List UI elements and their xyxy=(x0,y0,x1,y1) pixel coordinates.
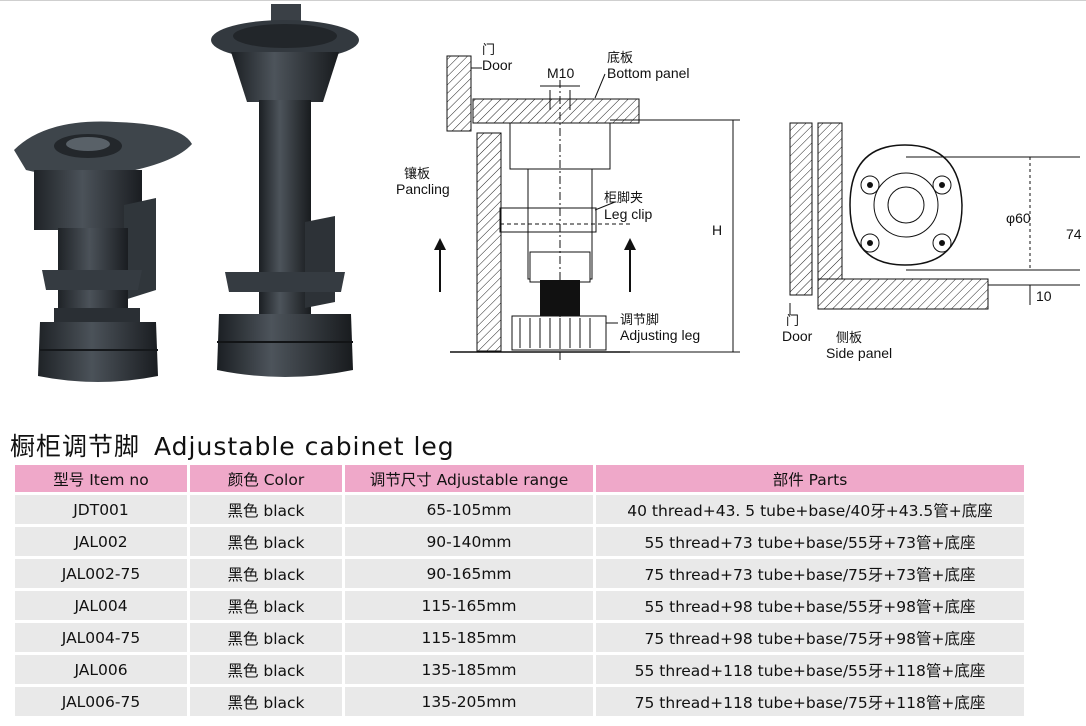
page-title: 橱柜调节脚 Adjustable cabinet leg xyxy=(10,427,455,463)
cell-range: 115-165mm xyxy=(345,591,593,620)
cell-item-no: JAL004 xyxy=(15,591,187,620)
top-view-diagram: φ60 74 10 门 Door 侧板 Side panel xyxy=(782,122,1082,361)
cell-item-no: JAL006 xyxy=(15,655,187,684)
cell-item-no: JDT001 xyxy=(15,495,187,524)
spec-table: 型号 Item no 颜色 Color 调节尺寸 Adjustable rang… xyxy=(12,462,1027,719)
cell-color: 黑色 black xyxy=(190,527,342,556)
table-header-row: 型号 Item no 颜色 Color 调节尺寸 Adjustable rang… xyxy=(15,465,1024,492)
table-row: JAL004-75 黑色 black 115-185mm 75 thread+9… xyxy=(15,623,1024,652)
table-row: JAL002 黑色 black 90-140mm 55 thread+73 tu… xyxy=(15,527,1024,556)
title-cn: 橱柜调节脚 xyxy=(10,432,141,461)
title-en: Adjustable cabinet leg xyxy=(154,432,455,461)
cell-parts: 55 thread+73 tube+base/55牙+73管+底座 xyxy=(596,527,1024,556)
pancling-label-cn: 镶板 xyxy=(404,166,430,181)
adjusting-leg-label-en: Adjusting leg xyxy=(620,327,700,343)
cell-color: 黑色 black xyxy=(190,623,342,652)
cell-range: 90-140mm xyxy=(345,527,593,556)
m10-label: M10 xyxy=(547,65,574,81)
cell-color: 黑色 black xyxy=(190,591,342,620)
bottom-panel-label-cn: 底板 xyxy=(607,50,633,65)
cell-item-no: JAL006-75 xyxy=(15,687,187,716)
table-row: JAL006 黑色 black 135-185mm 55 thread+118 … xyxy=(15,655,1024,684)
pancling-label-en: Pancling xyxy=(396,181,450,197)
door-label-en: Door xyxy=(482,57,513,73)
top-divider xyxy=(0,0,1086,1)
cell-color: 黑色 black xyxy=(190,559,342,588)
adjusting-leg-label-cn: 调节脚 xyxy=(620,312,659,327)
table-row: JDT001 黑色 black 65-105mm 40 thread+43. 5… xyxy=(15,495,1024,524)
dimension-74-label: 74 xyxy=(1066,226,1082,242)
cell-range: 90-165mm xyxy=(345,559,593,588)
header-adjustable-range: 调节尺寸 Adjustable range xyxy=(345,465,593,492)
leg-clip-label-cn: 柜脚夹 xyxy=(604,190,643,205)
cell-range: 65-105mm xyxy=(345,495,593,524)
top-door-label-cn: 门 xyxy=(786,313,799,328)
cell-parts: 75 thread+98 tube+base/75牙+98管+底座 xyxy=(596,623,1024,652)
cell-parts: 55 thread+98 tube+base/55牙+98管+底座 xyxy=(596,591,1024,620)
top-door-label-en: Door xyxy=(782,328,813,344)
side-section-diagram: 门 Door M10 底板 Bottom panel 镶板 Pancling 柜… xyxy=(396,42,740,360)
cell-color: 黑色 black xyxy=(190,655,342,684)
diameter-60-label: φ60 xyxy=(1006,210,1031,226)
cell-item-no: JAL002 xyxy=(15,527,187,556)
cell-item-no: JAL002-75 xyxy=(15,559,187,588)
side-panel-label-cn: 侧板 xyxy=(836,330,862,345)
tall-leg-photo xyxy=(211,4,359,377)
cell-range: 135-185mm xyxy=(345,655,593,684)
side-panel-label-en: Side panel xyxy=(826,345,892,361)
cell-parts: 75 thread+118 tube+base/75牙+118管+底座 xyxy=(596,687,1024,716)
cell-parts: 55 thread+118 tube+base/55牙+118管+底座 xyxy=(596,655,1024,684)
short-leg-photo xyxy=(14,121,192,382)
cell-range: 115-185mm xyxy=(345,623,593,652)
h-dimension-label: H xyxy=(712,222,722,238)
table-row: JAL006-75 黑色 black 135-205mm 75 thread+1… xyxy=(15,687,1024,716)
leg-clip-label-en: Leg clip xyxy=(604,206,652,222)
cell-parts: 75 thread+73 tube+base/75牙+73管+底座 xyxy=(596,559,1024,588)
header-color: 颜色 Color xyxy=(190,465,342,492)
cell-parts: 40 thread+43. 5 tube+base/40牙+43.5管+底座 xyxy=(596,495,1024,524)
header-parts: 部件 Parts xyxy=(596,465,1024,492)
cell-range: 135-205mm xyxy=(345,687,593,716)
bottom-panel-label-en: Bottom panel xyxy=(607,65,690,81)
cell-color: 黑色 black xyxy=(190,687,342,716)
header-item-no: 型号 Item no xyxy=(15,465,187,492)
door-label-cn: 门 xyxy=(482,42,495,57)
cell-item-no: JAL004-75 xyxy=(15,623,187,652)
table-row: JAL002-75 黑色 black 90-165mm 75 thread+73… xyxy=(15,559,1024,588)
cell-color: 黑色 black xyxy=(190,495,342,524)
table-row: JAL004 黑色 black 115-165mm 55 thread+98 t… xyxy=(15,591,1024,620)
dimension-10-label: 10 xyxy=(1036,288,1052,304)
